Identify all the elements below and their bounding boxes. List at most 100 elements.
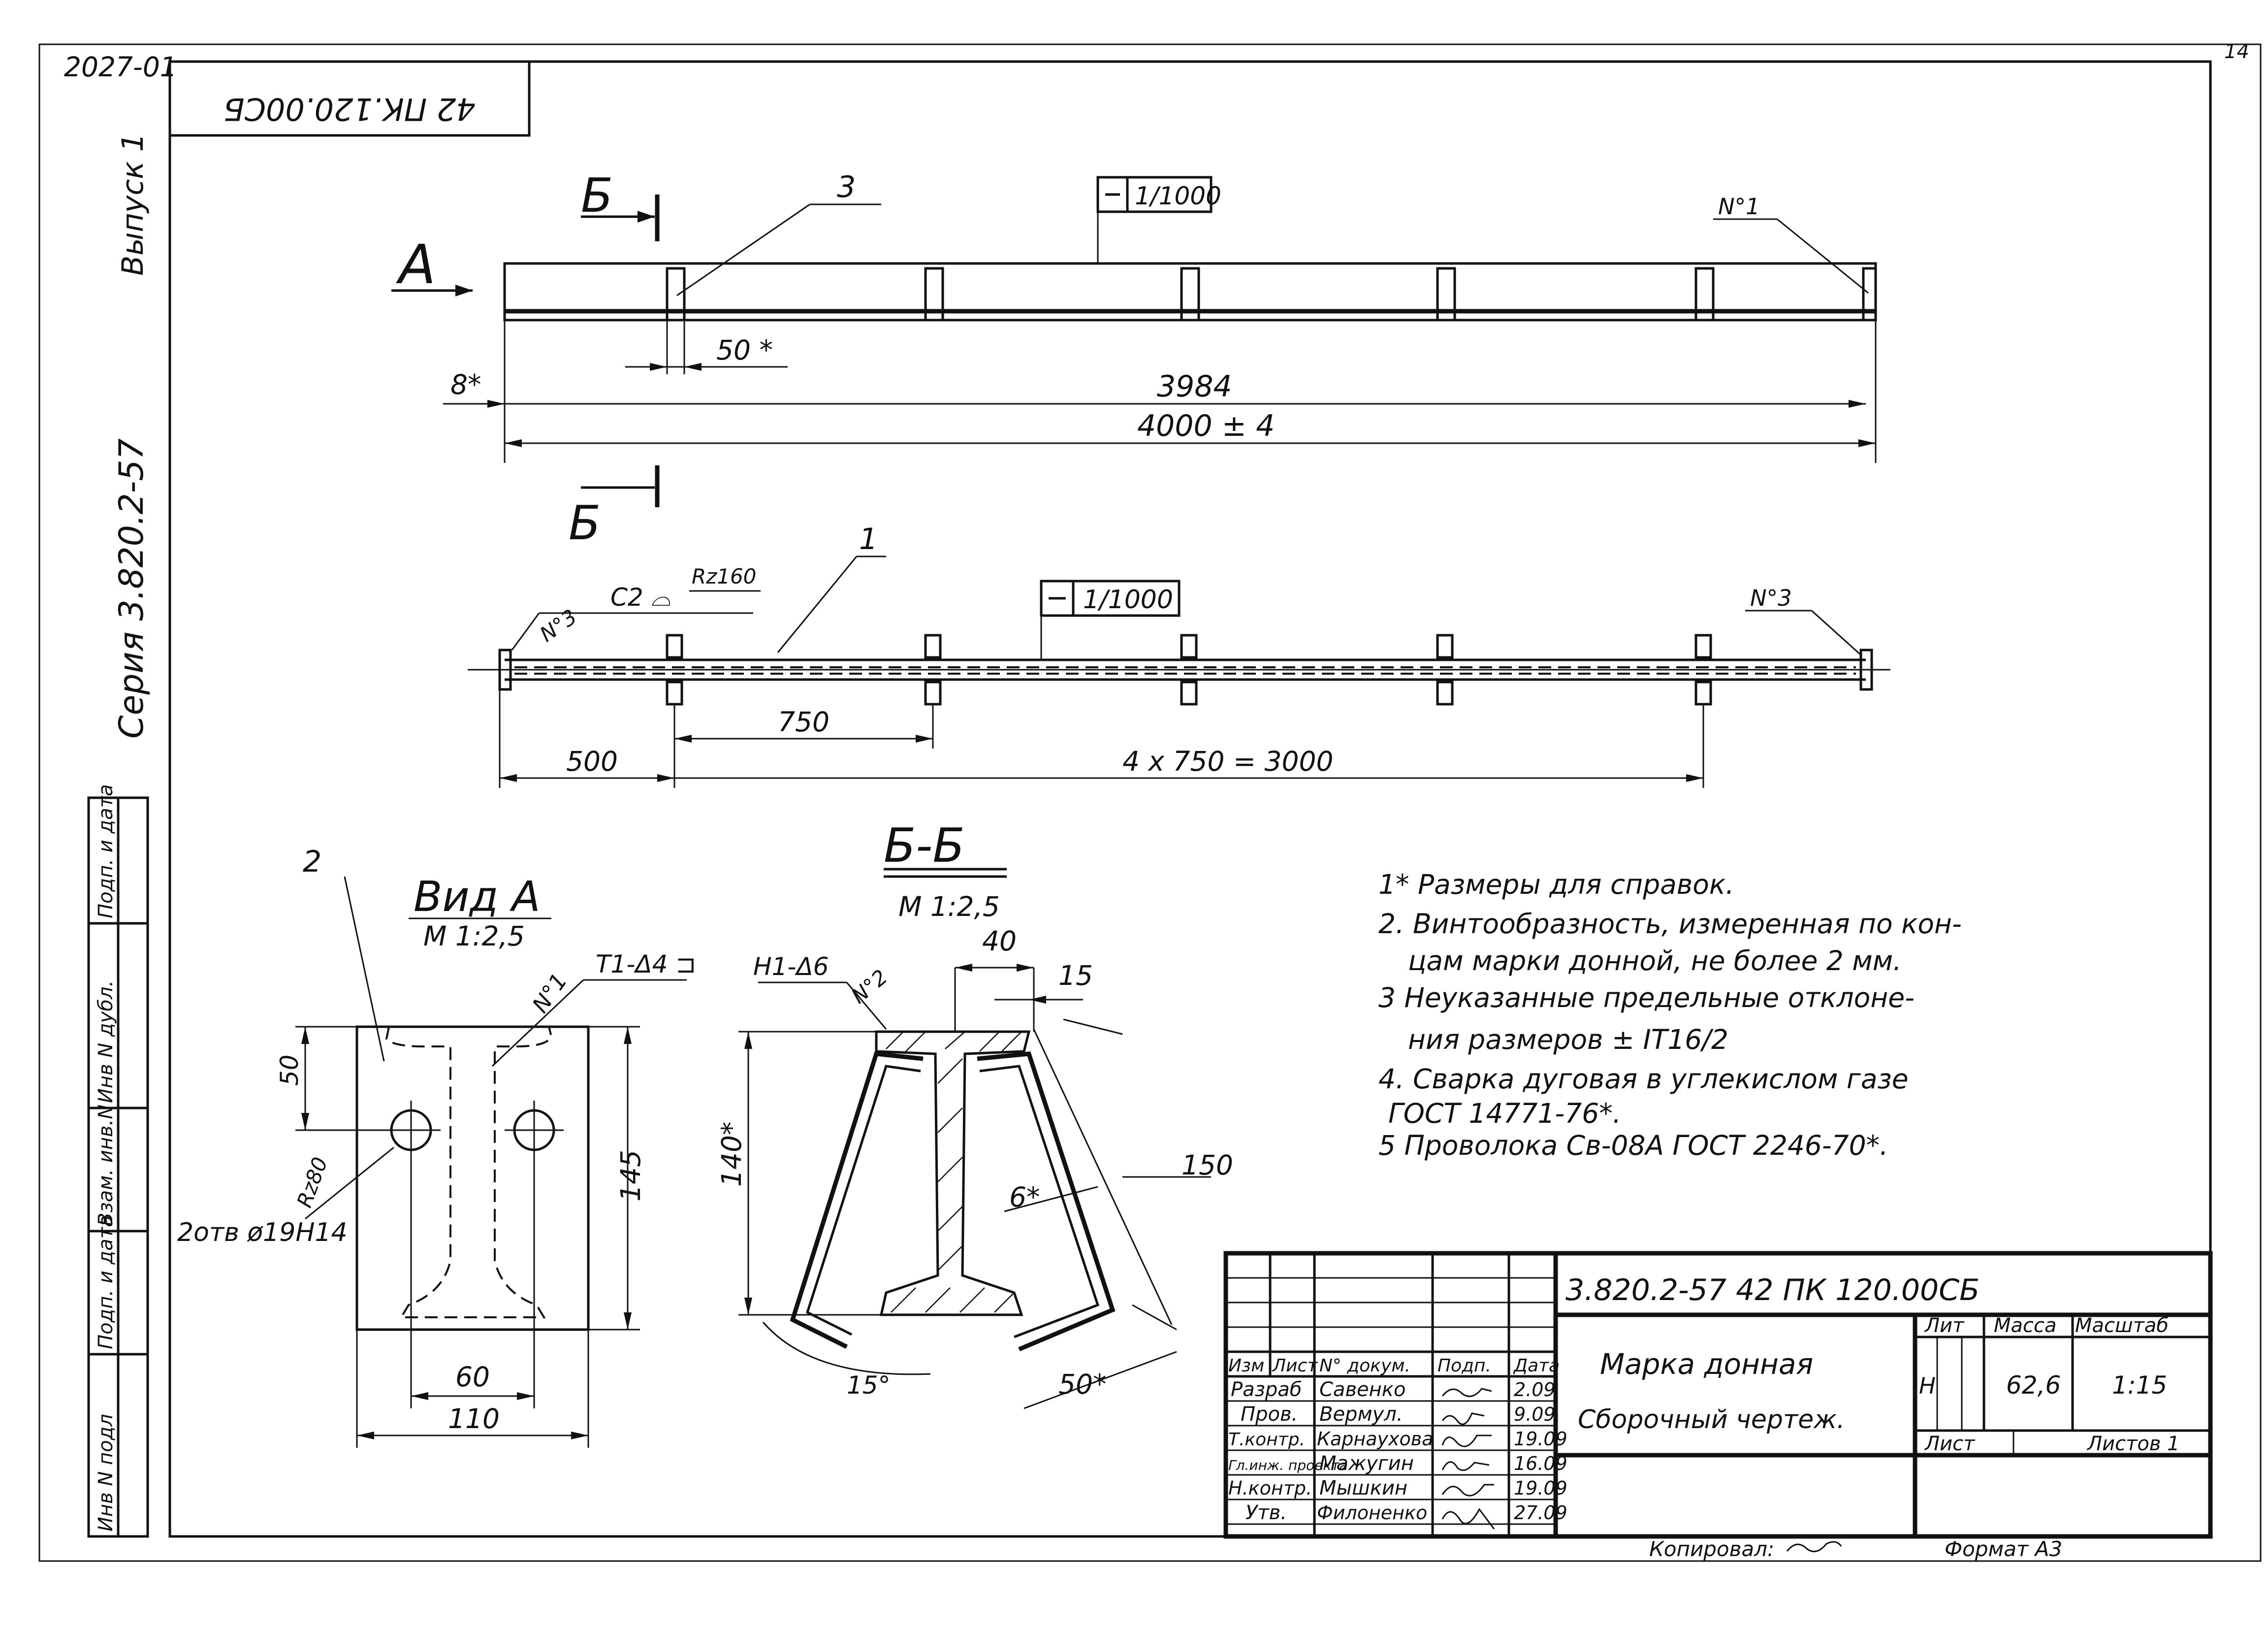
view-a-weld-symbol: Т1-Δ4 ⊐	[596, 950, 696, 978]
note-line: 1* Размеры для справок.	[1378, 869, 1734, 900]
section-bb-scale: М 1:2,5	[898, 891, 1000, 922]
row-role: Т.контр.	[1228, 1430, 1305, 1450]
mass-value: 62,6	[2006, 1371, 2061, 1400]
section-dim-thickness: 6*	[1009, 1181, 1040, 1213]
note-line: ГОСТ 14771-76*.	[1388, 1098, 1621, 1129]
page-number: 14	[2224, 40, 2249, 63]
row-name: Мышкин	[1319, 1477, 1407, 1499]
col-header: Изм	[1228, 1356, 1264, 1376]
dim-pitch-top: 50 *	[716, 334, 773, 366]
section-mark-top: Б	[581, 169, 613, 223]
row-date: 9.09	[1514, 1403, 1556, 1425]
signatures	[1441, 1388, 1495, 1530]
designation: 3.820.2-57 42 ПК 120.00СБ	[1565, 1273, 1980, 1307]
col-header: N° докум.	[1319, 1356, 1410, 1376]
side-cell-label: Взам. инв.N	[95, 1105, 117, 1226]
corner-code: 2027-01	[64, 51, 177, 83]
dim-pitch: 750	[778, 706, 830, 738]
surface-note: С2 ⌓	[610, 583, 671, 612]
view-a-dim-holes: 60	[455, 1361, 490, 1393]
title-col-headers: Изм Лист N° докум. Подп. Дата	[1228, 1356, 1560, 1376]
side-cell-label: Инв N подл	[95, 1414, 117, 1531]
view-a-dim-top: 50	[275, 1054, 304, 1086]
dim-inner: 3984	[1157, 369, 1232, 404]
lit-value: Н	[1919, 1373, 1936, 1399]
section-mark-bottom: Б	[569, 496, 601, 551]
section-dim-flange: 40	[982, 925, 1017, 957]
view-a-dim-width: 110	[448, 1403, 500, 1434]
format-label: Формат А3	[1945, 1537, 2062, 1561]
section-bb-title: Б-Б	[884, 819, 965, 873]
side-series: Серия 3.820.2-57	[112, 438, 151, 739]
row-date: 16.09	[1514, 1453, 1567, 1474]
note-line: 4. Сварка дуговая в углекислом газе	[1378, 1063, 1909, 1095]
roughness-note: Rz160	[692, 564, 756, 588]
row-date: 19.09	[1514, 1428, 1567, 1450]
note-line: 3 Неуказанные предельные отклоне-	[1378, 982, 1915, 1013]
note-line: цам марки донной, не более 2 мм.	[1408, 945, 1902, 977]
note-line: 2. Винтообразность, измеренная по кон-	[1378, 908, 1962, 940]
side-issue: Выпуск 1	[116, 133, 150, 276]
side-cell-label: Подп. и дата	[95, 1215, 117, 1349]
section-weld-note: N°2	[847, 965, 892, 1008]
row-name: Савенко	[1319, 1378, 1406, 1401]
col-header: Дата	[1513, 1356, 1560, 1376]
dim-total: 4000 ± 4	[1137, 409, 1275, 443]
dim-start: 500	[566, 746, 618, 777]
row-name: Филоненко	[1317, 1502, 1427, 1524]
copied-by: Копировал:	[1649, 1537, 1774, 1561]
scale-value: 1:15	[2112, 1371, 2167, 1400]
view-a-title: Вид А	[414, 873, 541, 921]
scale-label: Масштаб	[2075, 1314, 2169, 1337]
section-weld-symbol: Н1-Δ6	[753, 952, 829, 981]
section-bb	[738, 868, 1211, 1409]
side-cell-label: Подп. и дата	[95, 784, 117, 918]
lit-label: Лит	[1924, 1314, 1965, 1337]
weld-note-left: N°3	[536, 605, 581, 647]
row-role: Гл.инж. проекта	[1228, 1457, 1348, 1473]
row-name: Карнаухова	[1317, 1428, 1433, 1450]
col-header: Лист	[1272, 1356, 1318, 1376]
dim-total-pitch: 4 x 750 = 3000	[1122, 746, 1334, 777]
section-dim-angle: 15°	[847, 1371, 891, 1400]
part-callout-3: 3	[837, 170, 856, 204]
signature-rows: Разраб Савенко 2.09 Пров. Вермул. 9.09 Т…	[1228, 1378, 1567, 1524]
sheets-label: Листов 1	[2086, 1433, 2180, 1455]
view-a-holes-note: 2отв ø19Н14	[177, 1218, 348, 1247]
top-view	[391, 176, 1877, 507]
sheet-frame	[38, 43, 2262, 1562]
drawing-name-1: Марка донная	[1600, 1347, 1813, 1381]
drawing-name-2: Сборочный чертеж.	[1578, 1405, 1845, 1434]
hatch-lines	[886, 1031, 1022, 1313]
row-name: Мажугин	[1319, 1452, 1414, 1475]
dim-offset: 8*	[450, 369, 481, 400]
weld-note-right: N°3	[1750, 585, 1792, 611]
view-a-dim-height: 145	[615, 1150, 646, 1202]
row-date: 2.09	[1514, 1379, 1556, 1401]
title-block	[1223, 1251, 2213, 1539]
straightness-bottom: 1/1000	[1083, 585, 1173, 615]
row-date: 27.09	[1514, 1502, 1567, 1524]
row-role: Пров.	[1241, 1403, 1298, 1426]
section-dim-length: 150	[1182, 1149, 1233, 1181]
bottom-view	[468, 555, 1890, 788]
view-a-weld-note: N°1	[527, 968, 573, 1017]
side-cell-label: Инв N дубл.	[95, 980, 117, 1103]
part-callout-2: 2	[303, 845, 321, 879]
section-dim-gap: 15	[1058, 960, 1093, 991]
part-callout-1: 1	[859, 522, 878, 556]
side-stamp-labels: Инв N подл Подп. и дата Взам. инв.N Инв …	[95, 784, 117, 1531]
note-line: 5 Проволока Св-08А ГОСТ 2246-70*.	[1378, 1130, 1888, 1161]
copier-signature	[1786, 1541, 1842, 1553]
view-a-arrow-label: А	[396, 233, 436, 296]
row-date: 19.09	[1514, 1477, 1567, 1499]
notes: 1* Размеры для справок. 2. Винтообразнос…	[1378, 869, 1962, 1161]
col-header: Подп.	[1437, 1356, 1491, 1376]
note-line: ния размеров ± IT16/2	[1408, 1024, 1728, 1055]
weld-note-top: N°1	[1718, 194, 1760, 220]
mass-label: Масса	[1994, 1314, 2057, 1337]
straightness-top: 1/1000	[1135, 182, 1221, 210]
row-role: Разраб	[1231, 1378, 1302, 1401]
section-dim-end: 50*	[1058, 1368, 1107, 1400]
